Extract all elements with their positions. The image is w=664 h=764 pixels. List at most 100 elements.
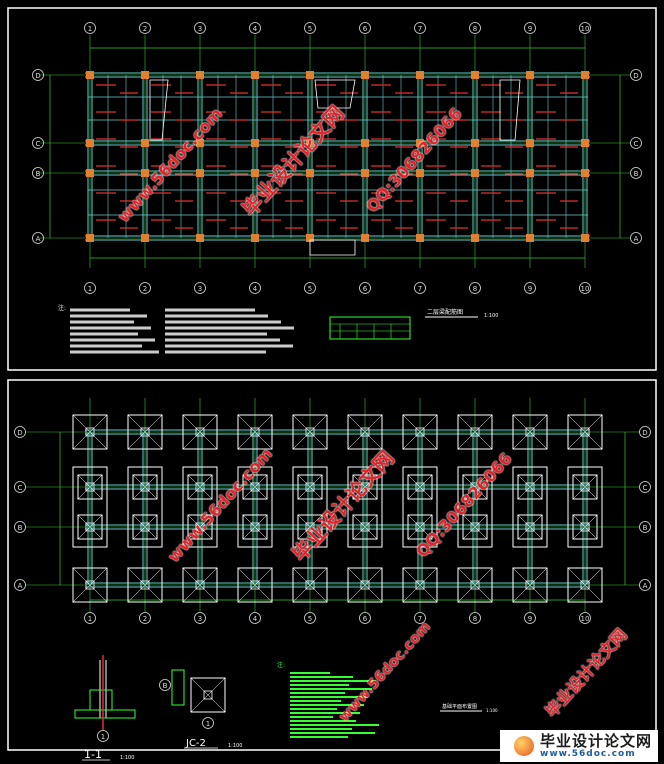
column (416, 139, 424, 147)
axis-top-2-bubble (139, 22, 151, 34)
column (416, 71, 424, 79)
footing-column (250, 482, 260, 492)
section-1-title: 1-1 (84, 748, 102, 761)
axis-bottom-6-bubble (359, 612, 371, 624)
footing-column (305, 482, 315, 492)
axis-right-B-bubble (630, 167, 642, 179)
column (361, 139, 369, 147)
axis-bottom-3-label: 3 (198, 615, 202, 623)
column (306, 169, 314, 177)
top-notes-heading: 注: (58, 304, 66, 312)
axis-left-D-label: D (17, 429, 22, 437)
axis-bottom-8-bubble (469, 282, 481, 294)
footing-column (360, 580, 370, 590)
footing-diagonal (462, 514, 488, 540)
axis-top-7-label: 7 (418, 25, 422, 33)
stair-opening (149, 79, 169, 141)
footing (517, 474, 543, 500)
column (251, 139, 259, 147)
footing-diagonal (517, 474, 543, 500)
footing-column (470, 522, 480, 532)
footing-column (140, 580, 150, 590)
combined-footing (402, 466, 438, 548)
axis-left-B-bubble (32, 167, 44, 179)
axis-bottom-4-label: 4 (253, 285, 258, 293)
axis-right-C-label: C (634, 140, 639, 148)
axis-bottom-6-label: 6 (363, 285, 368, 293)
footing (407, 514, 433, 540)
footing (572, 474, 598, 500)
footing-diagonal (402, 567, 438, 603)
combined-footing (347, 466, 383, 548)
footing-column (203, 690, 213, 700)
footing (182, 567, 218, 603)
combined-footing (512, 466, 548, 548)
section-1-axis-label: 1 (101, 733, 105, 741)
axis-right-C-label: C (643, 484, 648, 492)
footing-diagonal (242, 514, 268, 540)
axis-left-A-bubble (14, 579, 26, 591)
footing-column (525, 580, 535, 590)
footing-diagonal (77, 474, 103, 500)
footing-column (85, 580, 95, 590)
axis-bottom-9-bubble (524, 282, 536, 294)
axis-right-A-bubble (639, 579, 651, 591)
stair-opening (499, 79, 521, 141)
footing (297, 514, 323, 540)
axis-top-9-label: 9 (528, 25, 532, 33)
column (141, 169, 149, 177)
footing-diagonal (187, 474, 213, 500)
footing (512, 567, 548, 603)
jc2-row-axis-bubble (159, 679, 171, 691)
axis-bottom-3-bubble (194, 282, 206, 294)
footing-diagonal (127, 567, 163, 603)
column (471, 169, 479, 177)
footing-diagonal (572, 514, 598, 540)
axis-right-B-label: B (643, 524, 648, 532)
footing (242, 514, 268, 540)
axis-left-D-label: D (35, 72, 40, 80)
footing (512, 414, 548, 450)
footing-column (85, 427, 95, 437)
axis-right-C-bubble (630, 137, 642, 149)
footing-column (470, 580, 480, 590)
column (196, 71, 204, 79)
column (581, 139, 589, 147)
footing-column (470, 427, 480, 437)
footing-column (195, 482, 205, 492)
axis-bottom-7-label: 7 (418, 615, 422, 623)
footing-column (525, 522, 535, 532)
footing (190, 677, 226, 713)
axis-bottom-2-label: 2 (143, 615, 147, 623)
footing-column (580, 482, 590, 492)
axis-left-A-label: A (36, 235, 41, 243)
footing (132, 514, 158, 540)
axis-right-D-label: D (633, 72, 638, 80)
bottom-frame (7, 379, 657, 751)
footing-diagonal (182, 414, 218, 450)
column (526, 169, 534, 177)
axis-bottom-4-bubble (249, 282, 261, 294)
section-beam (89, 689, 113, 711)
footing-diagonal (517, 514, 543, 540)
jc2-dim (171, 669, 185, 706)
footing (127, 414, 163, 450)
jc2-axis-label: 1 (206, 720, 210, 728)
stair-opening (314, 79, 356, 109)
axis-top-5-label: 5 (308, 25, 312, 33)
axis-left-D-bubble (32, 69, 44, 81)
entrance-slab (309, 239, 356, 256)
column (581, 169, 589, 177)
footing-diagonal (352, 474, 378, 500)
top-frame (7, 7, 657, 371)
axis-bottom-2-bubble (139, 282, 151, 294)
footing-column (250, 580, 260, 590)
combined-footing (567, 466, 603, 548)
axis-top-9-bubble (524, 22, 536, 34)
axis-bottom-9-label: 9 (528, 615, 532, 623)
footing-diagonal (77, 514, 103, 540)
footing (182, 414, 218, 450)
axis-bottom-5-bubble (304, 282, 316, 294)
column (141, 139, 149, 147)
